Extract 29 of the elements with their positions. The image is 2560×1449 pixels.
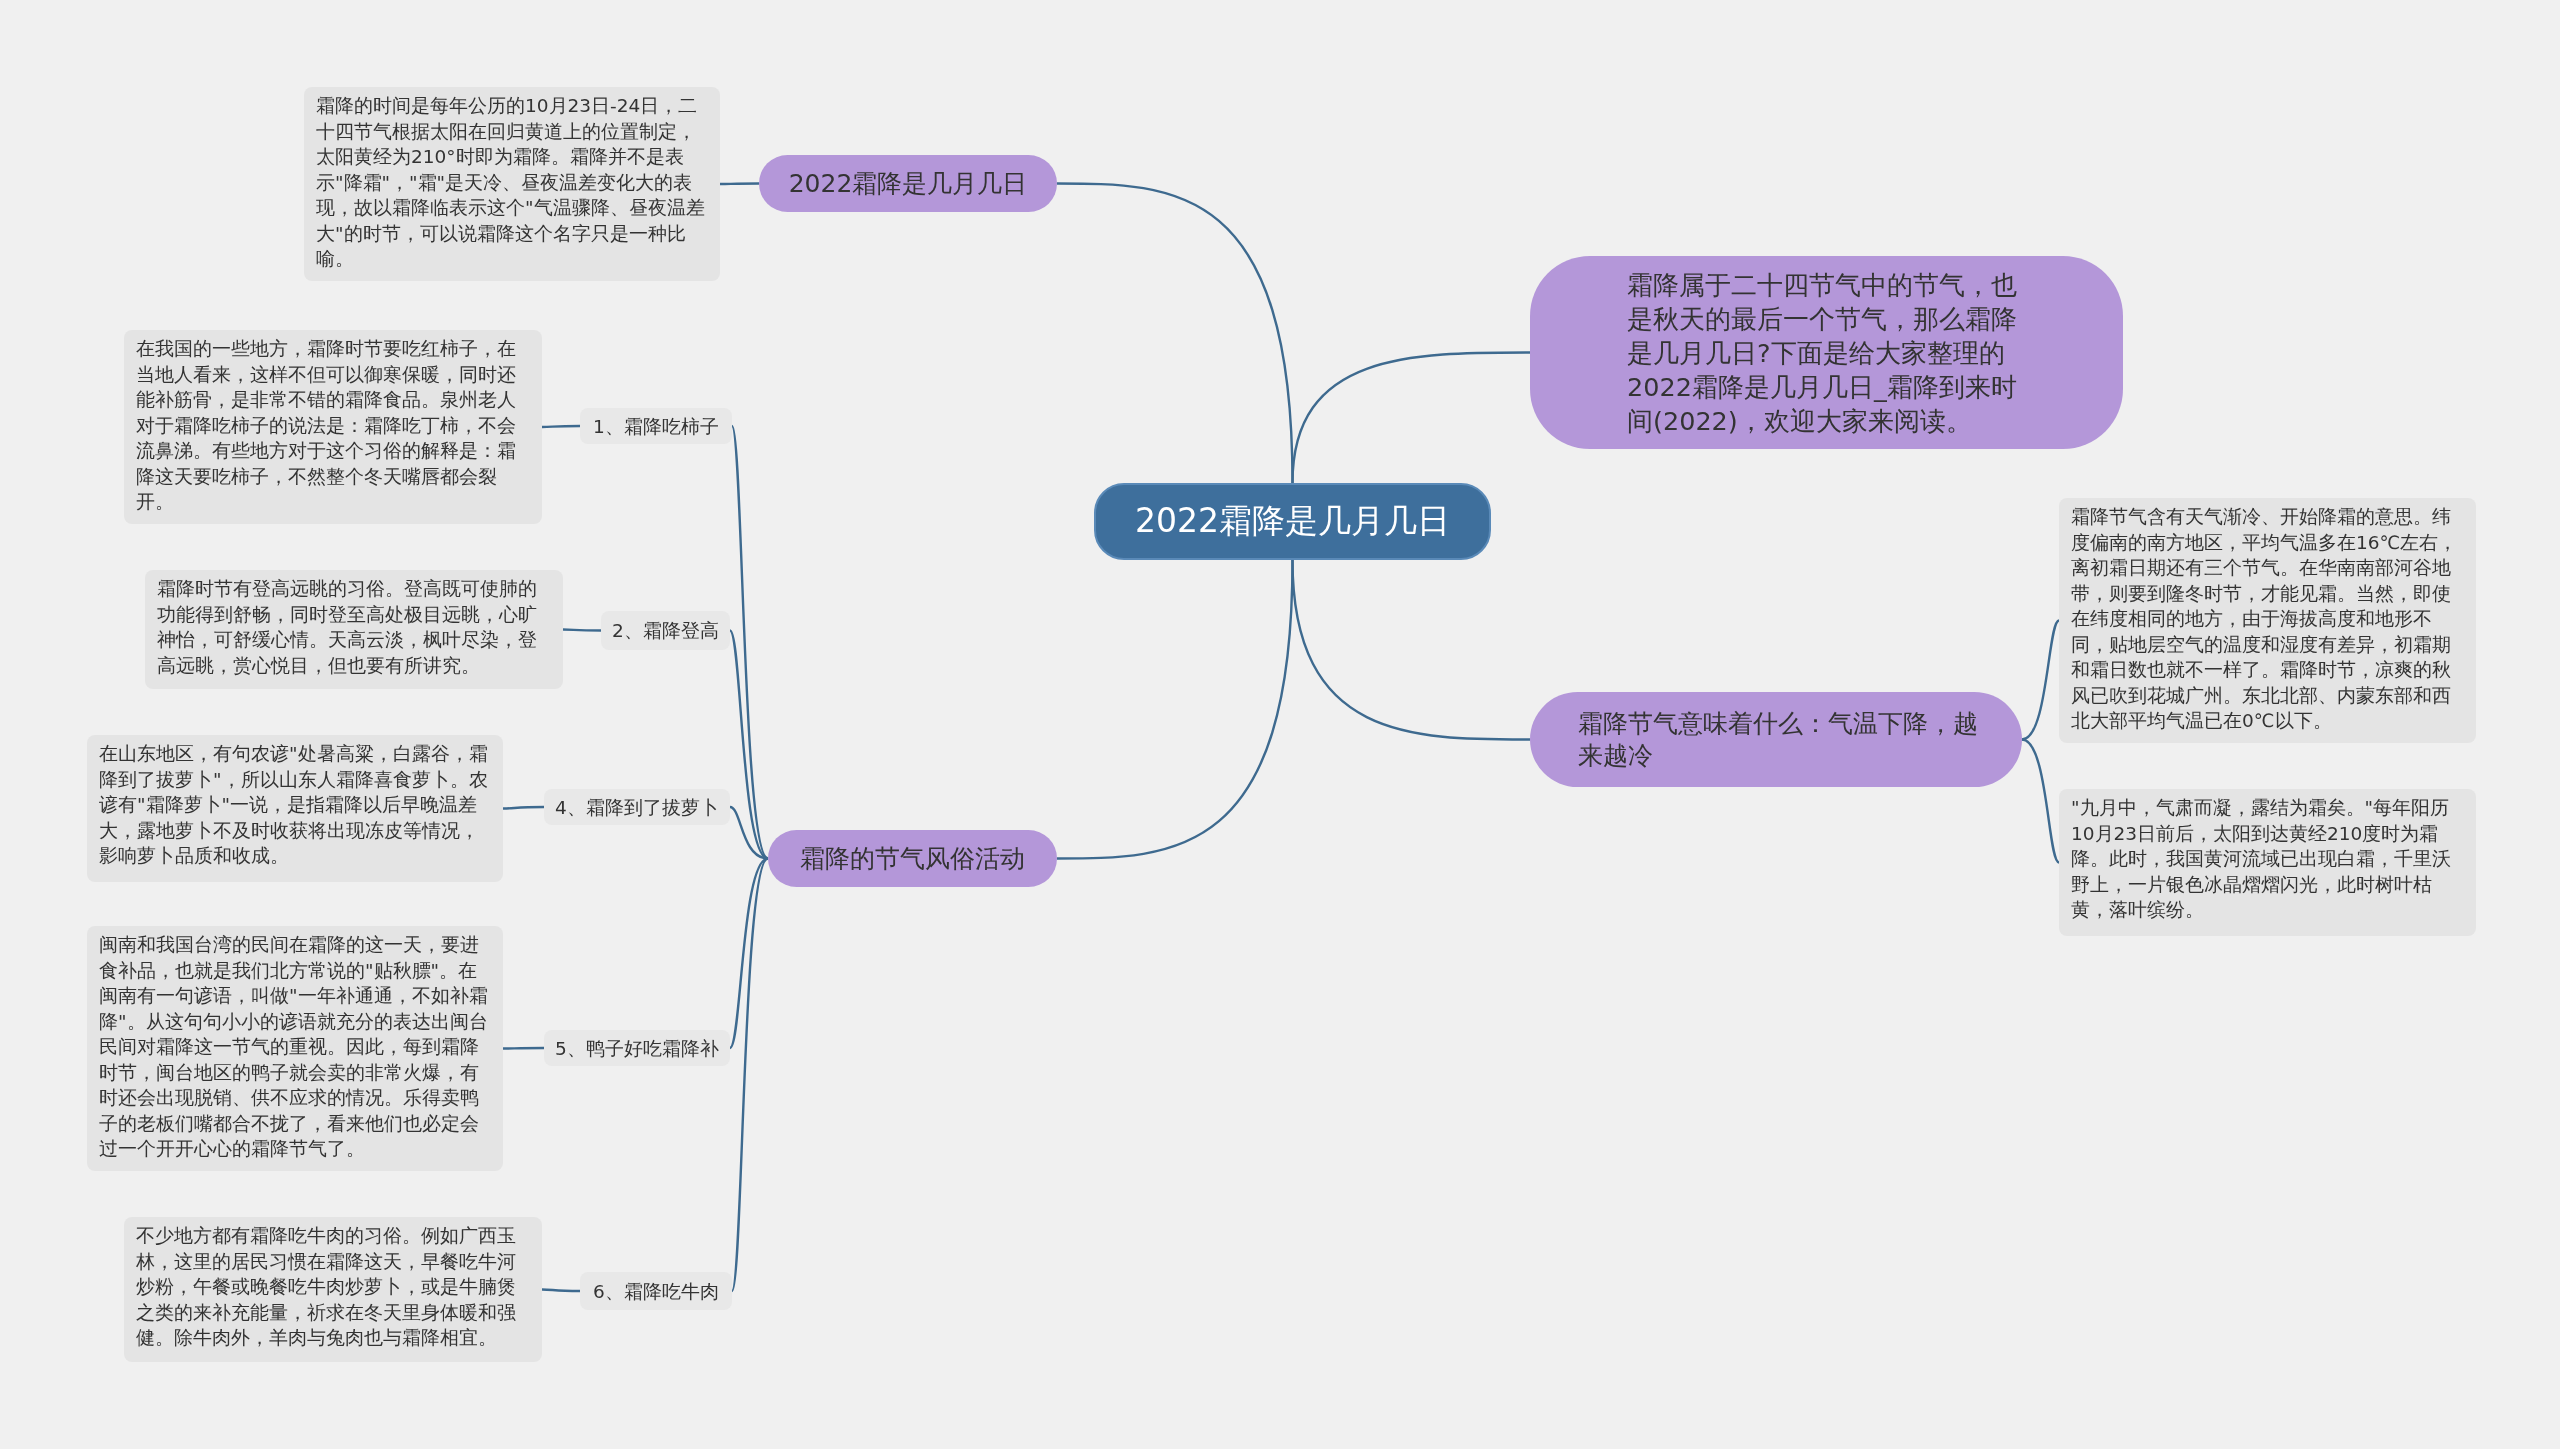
connector [730,857,769,1292]
connector [2021,738,2060,864]
note-box: 在我国的一些地方，霜降时节要吃红柿子，在当地人看来，这样不但可以御寒保暖，同时还能补筋骨，是非常不错的霜降食品。泉州老人对于霜降吃柿子的说法是：霜降吃丁柿，不会流鼻涕。有些地方对于这个习俗的解释是：霜降这天要吃柿子，不然整个冬天嘴唇都会裂开。 [124,330,542,524]
topic-pill: 霜降的节气风俗活动 [768,830,1057,887]
subtopic-label: 1、霜降吃柿子 [580,408,732,444]
topic-pill: 2022霜降是几月几日 [759,155,1057,212]
note-box: 不少地方都有霜降吃牛肉的习俗。例如广西玉林，这里的居民习惯在霜降这天，早餐吃牛河炒粉，午餐或晚餐吃牛肉炒萝卜，或是牛腩煲之类的来补充能量，祈求在冬天里身体暖和强健。除牛肉外，羊肉与兔肉也与霜降相宜。 [124,1217,542,1362]
subtopic-label: 2、霜降登高 [601,611,730,650]
connector [1291,559,1530,741]
connector [503,805,544,810]
connector [720,182,759,186]
connector [542,424,580,429]
connector [503,1046,544,1050]
topic-pill: 霜降节气意味着什么：气温下降，越来越冷 [1530,692,2022,787]
note-box: 霜降节气含有天气渐冷、开始降霜的意思。纬度偏南的南方地区，平均气温多在16℃左右，离初霜日期还有三个节气。在华南南部河谷地带，则要到隆冬时节，才能见霜。当然，即使在纬度相同的地方，由于海拔高度和地形不同，贴地层空气的温度和湿度有差异，初霜期和霜日数也就不一样了。霜降时节，凉爽的秋风已吹到花城广州。东北北部、内蒙东部和西北大部平均气温已在0℃以下。 [2059,498,2476,743]
note-box: 霜降的时间是每年公历的10月23日-24日，二十四节气根据太阳在回归黄道上的位置制定，太阳黄经为210°时即为霜降。霜降并不是表示"降霜"，"霜"是天冷、昼夜温差变化大的表现，故以霜降临表示这个"气温骤降、昼夜温差大"的时节，可以说霜降这个名字只是一种比喻。 [304,87,720,281]
central-topic: 2022霜降是几月几日 [1094,483,1491,560]
note-box: 霜降时节有登高远眺的习俗。登高既可使肺的功能得到舒畅，同时登至高处极目远眺，心旷神怡，可舒缓心情。天高云淡，枫叶尽染，登高远眺，赏心悦目，但也要有所讲究。 [145,570,563,689]
subtopic-label: 6、霜降吃牛肉 [580,1272,732,1310]
note-box: "九月中，气肃而凝，露结为霜矣。"每年阳历10月23日前后，太阳到达黄经210度时为霜降。此时，我国黄河流域已出现白霜，千里沃野上，一片银色冰晶熠熠闪光，此时树叶枯黄，落叶缤纷。 [2059,789,2476,936]
topic-pill: 霜降属于二十四节气中的节气，也是秋天的最后一个节气，那么霜降是几月几日?下面是给大家整理的2022霜降是几月几日_霜降到来时间(2022)，欢迎大家来阅读。 [1530,256,2123,449]
note-box: 闽南和我国台湾的民间在霜降的这一天，要进食补品，也就是我们北方常说的"贴秋膘"。在闽南有一句谚语，叫做"一年补通通，不如补霜降"。从这句句小小的谚语就充分的表达出闽台民间对霜降这一节气的重视。因此，每到霜降时节，闽台地区的鸭子就会卖的非常火爆，有时还会出现脱销、供不应求的情况。乐得卖鸭子的老板们嘴都合不拢了，看来他们也必定会过一个开开心心的霜降节气了。 [87,926,503,1171]
connector [2021,619,2060,741]
note-box: 在山东地区，有句农谚"处暑高粱，白露谷，霜降到了拔萝卜"，所以山东人霜降喜食萝卜。农谚有"霜降萝卜"一说，是指霜降以后早晚温差大，露地萝卜不及时收获将出现冻皮等情况，影响萝卜品质和收成。 [87,735,503,882]
connector [563,628,601,632]
connector [1291,351,1530,484]
connector [542,1288,580,1293]
subtopic-label: 5、鸭子好吃霜降补 [544,1030,730,1066]
subtopic-label: 4、霜降到了拔萝卜 [544,789,730,825]
